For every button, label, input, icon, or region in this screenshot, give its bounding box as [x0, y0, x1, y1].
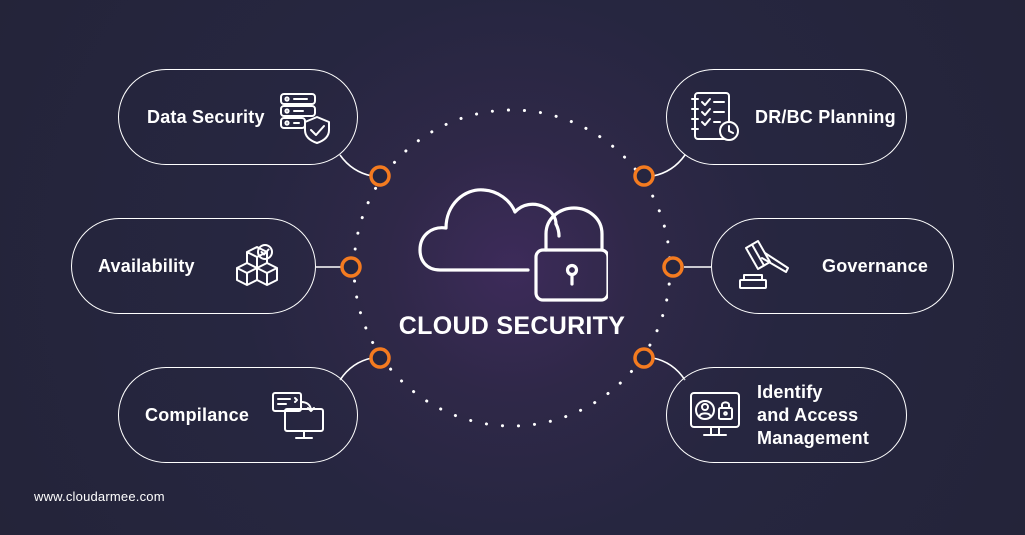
feature-compilance: Compilance	[118, 367, 358, 463]
cubes-check-icon	[223, 238, 279, 294]
node-governance	[662, 256, 684, 278]
connector-identity	[652, 357, 686, 381]
connector-drbc	[652, 154, 686, 177]
checklist-clock-icon	[687, 89, 743, 145]
node-data-security	[369, 165, 391, 187]
feature-identity-access-management: Identify and Access Management	[666, 367, 907, 463]
feature-data-security: Data Security	[118, 69, 358, 165]
connector-data-security	[339, 154, 373, 177]
center-title: CLOUD SECURITY	[398, 312, 626, 340]
monitor-users-lock-icon	[687, 387, 743, 443]
feature-label: Compilance	[145, 404, 250, 425]
node-compilance	[369, 347, 391, 369]
connector-compilance	[339, 357, 373, 381]
monitor-document-icon	[271, 387, 327, 443]
feature-governance: Governance	[711, 218, 954, 314]
feature-label: Availability	[98, 255, 195, 276]
feature-label: Governance	[822, 255, 929, 276]
node-identity	[633, 347, 655, 369]
gavel-icon	[736, 238, 792, 294]
feature-drbc-planning: DR/BC Planning	[666, 69, 907, 165]
website-url: www.cloudarmee.com	[34, 489, 165, 504]
node-drbc	[633, 165, 655, 187]
feature-label: DR/BC Planning	[755, 106, 896, 127]
feature-label: Identify and Access Management	[757, 381, 870, 448]
feature-availability: Availability	[71, 218, 316, 314]
node-availability	[340, 256, 362, 278]
cloud-lock-icon	[418, 188, 608, 302]
database-shield-icon	[277, 89, 333, 145]
feature-label: Data Security	[147, 106, 265, 127]
